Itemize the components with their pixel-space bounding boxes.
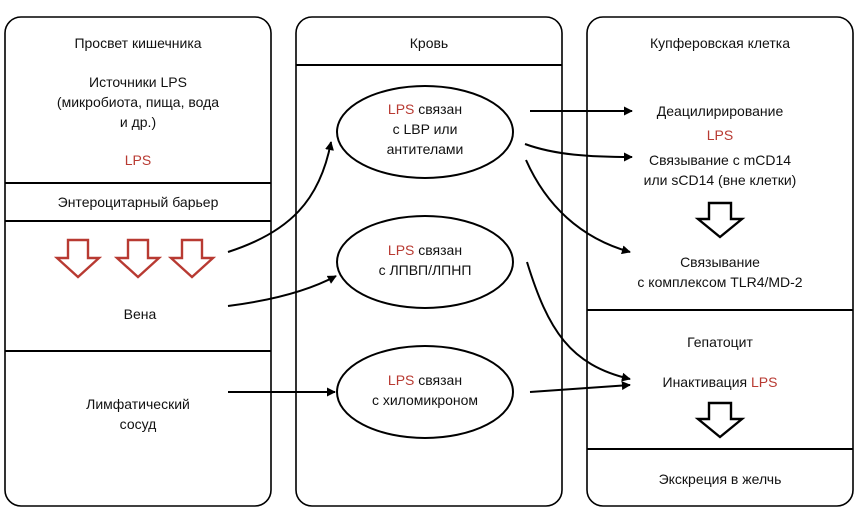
inactivation-text: Инактивация LPS [600, 372, 840, 392]
bound-label: связан [418, 372, 463, 388]
lps-label: LPS [387, 242, 415, 258]
inactivation-label: Инактивация [662, 374, 748, 390]
ellipse-lbp-text: LPS связан с LBP или антителами [337, 99, 513, 159]
down-arrow-black-1 [694, 201, 746, 239]
ellipse-hdl-ldl [336, 215, 514, 309]
deacyl-lps-label: LPS [706, 127, 734, 143]
down-arrow-red-2 [113, 238, 163, 279]
intestine-title: Просвет кишечника [74, 35, 202, 51]
cd14-binding-label: Связывание с mCD14 или sCD14 (вне клетки… [643, 152, 797, 188]
barrier-label: Энтероцитарный барьер [57, 194, 219, 210]
deacyl-label: Деацилирирование [656, 103, 784, 119]
panel-kupffer [586, 16, 854, 507]
ellipse-chylomicron-text: LPS связан с хиломикроном [337, 370, 513, 410]
arrow-vein-to-hdl [227, 275, 337, 307]
kupffer-title: Купферовская клетка [650, 35, 790, 51]
lps-label: LPS [387, 372, 415, 388]
tlr4-binding-label: Связывание с комплексом TLR4/MD-2 [637, 254, 803, 290]
arrow-lbp-to-tlr [525, 159, 631, 255]
panel-intestine [4, 16, 272, 507]
lps-label-intestine: LPS [124, 152, 152, 168]
excretion-label: Экскреция в желчь [658, 471, 782, 487]
inactivation-lps-label: LPS [751, 374, 778, 390]
bound-label: связан [418, 101, 463, 117]
arrow-lbp-to-cd14 [524, 143, 633, 162]
arrow-hdl-to-hepatocyte [526, 261, 631, 382]
arrow-chylomicron-to-hepatocyte [529, 381, 631, 393]
ellipse-chylomicron-lines: с хиломикроном [371, 392, 479, 408]
ellipse-lbp-lines: с LBP или антителами [386, 121, 464, 157]
vein-label: Вена [123, 306, 157, 322]
ellipse-hdl-text: LPS связан с ЛПВП/ЛПНП [337, 240, 513, 280]
blood-title: Кровь [409, 35, 449, 51]
lymph-label: Лимфатический сосуд [86, 396, 190, 432]
down-arrow-black-2 [694, 401, 746, 439]
panel-blood [295, 16, 563, 507]
hepatocyte-title: Гепатоцит [687, 334, 753, 350]
ellipse-chylomicron [336, 345, 514, 439]
ellipse-lbp [336, 85, 514, 179]
arrow-barrier-to-lbp [227, 141, 334, 253]
ellipse-hdl-lines: с ЛПВП/ЛПНП [378, 262, 472, 278]
down-arrow-red-3 [167, 238, 217, 279]
down-arrow-red-1 [53, 238, 103, 279]
bound-label: связан [418, 242, 463, 258]
lps-sources-text: Источники LPS (микробиота, пища, вода и … [56, 74, 220, 130]
lps-label: LPS [387, 101, 415, 117]
